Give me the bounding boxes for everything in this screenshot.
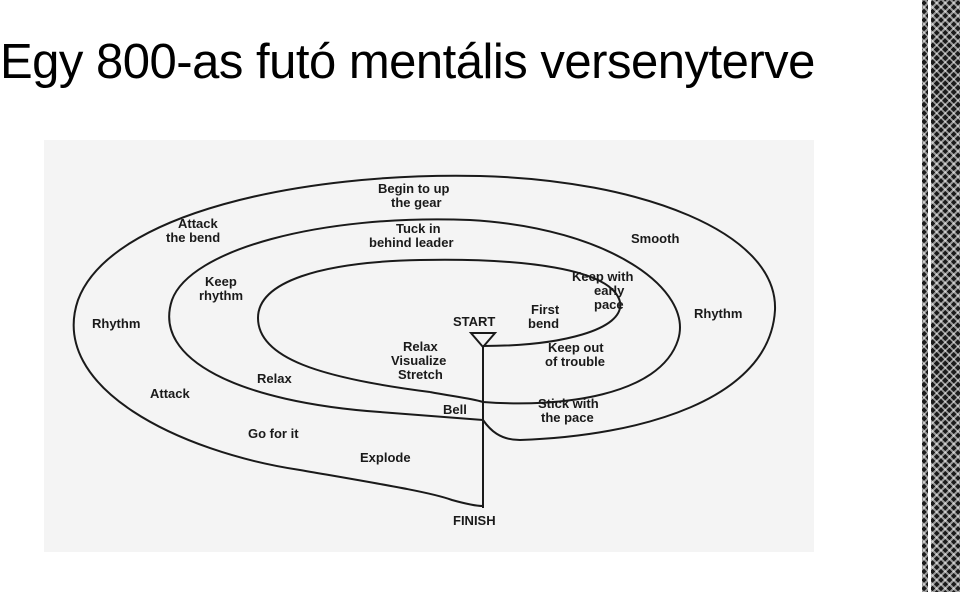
label-rhythm-right: Rhythm xyxy=(694,306,742,321)
label-behind-leader: behind leader xyxy=(369,235,454,250)
label-stretch: Stretch xyxy=(398,367,443,382)
label-pace: pace xyxy=(594,297,624,312)
label-relax-inner: Relax xyxy=(403,339,438,354)
label-the-pace: the pace xyxy=(541,410,594,425)
label-go-for-it: Go for it xyxy=(248,426,299,441)
label-smooth: Smooth xyxy=(631,231,679,246)
label-of-trouble: of trouble xyxy=(545,354,605,369)
label-early: early xyxy=(594,283,625,298)
label-bell: Bell xyxy=(443,402,467,417)
start-marker xyxy=(468,332,498,349)
label-begin-to-up: Begin to up xyxy=(378,181,450,196)
label-keep-out: Keep out xyxy=(548,340,604,355)
label-relax-middle: Relax xyxy=(257,371,292,386)
label-rhythm-left: Rhythm xyxy=(92,316,140,331)
label-the-gear: the gear xyxy=(391,195,442,210)
label-rhythm-lower: rhythm xyxy=(199,288,243,303)
label-keep-with: Keep with xyxy=(572,269,633,284)
spiral-outer-loop xyxy=(72,174,777,507)
label-visualize: Visualize xyxy=(391,353,446,368)
label-keep: Keep xyxy=(205,274,237,289)
label-the-bend: the bend xyxy=(166,230,220,245)
label-first: First xyxy=(531,302,560,317)
spiral-inner-loop xyxy=(256,258,622,393)
label-attack: Attack xyxy=(178,216,219,231)
decorative-side-line xyxy=(928,0,931,592)
label-explode: Explode xyxy=(360,450,411,465)
spiral-middle-loop xyxy=(168,218,681,421)
label-attack-outer: Attack xyxy=(150,386,191,401)
label-tuck-in: Tuck in xyxy=(396,221,441,236)
label-finish: FINISH xyxy=(453,513,496,528)
slide-title: Egy 800-as futó mentális versenyterve xyxy=(0,35,815,89)
label-bend: bend xyxy=(528,316,559,331)
label-start: START xyxy=(453,314,495,329)
diagram-scan-background xyxy=(44,140,814,552)
label-stick-with: Stick with xyxy=(538,396,599,411)
